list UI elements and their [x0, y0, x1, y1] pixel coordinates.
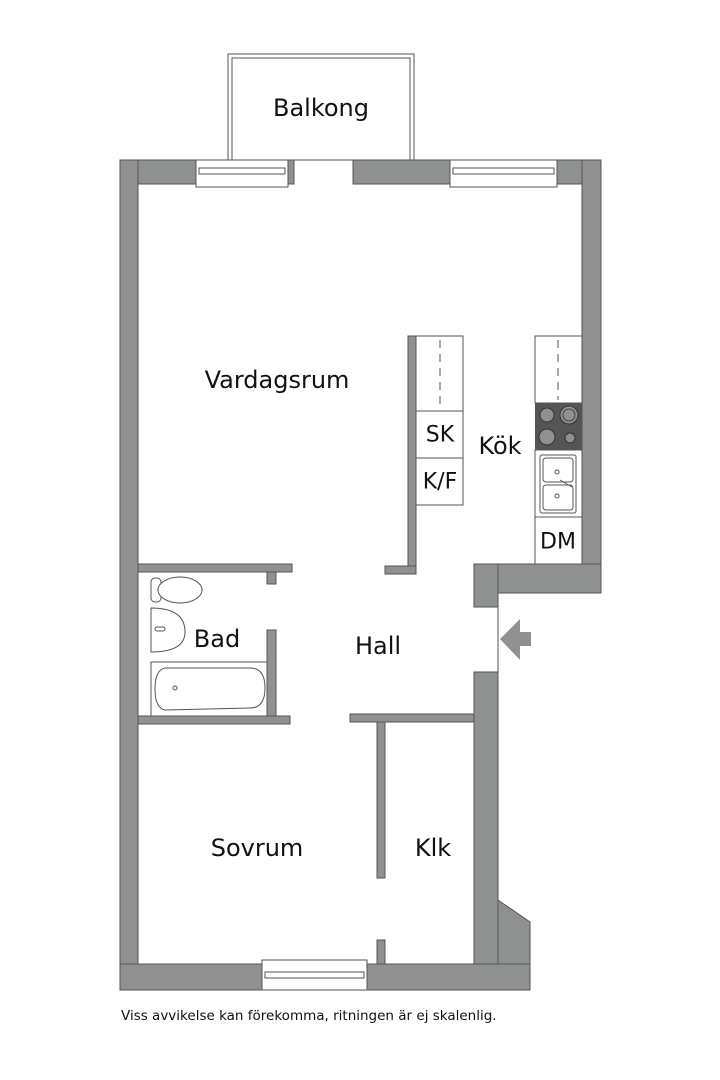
washbasin-icon	[150, 607, 186, 653]
kitchen-island	[415, 335, 464, 506]
entrance-arrow-icon	[497, 607, 531, 672]
room-label-kok: Kök	[478, 432, 522, 460]
appliance-label-kf: K/F	[422, 469, 458, 495]
stove-icon	[535, 403, 582, 450]
bathtub-icon	[150, 661, 268, 717]
toilet-icon	[150, 576, 203, 604]
room-label-vardagsrum: Vardagsrum	[204, 366, 350, 394]
footnote: Viss avvikelse kan förekomma, ritningen …	[121, 1008, 497, 1024]
room-label-hall: Hall	[354, 632, 402, 660]
outer-walls	[119, 159, 602, 991]
room-label-bad: Bad	[193, 625, 241, 653]
balcony	[227, 53, 415, 161]
appliance-label-dm: DM	[540, 529, 576, 555]
room-label-balkong: Balkong	[272, 94, 370, 122]
kitchen-counter	[534, 335, 583, 565]
room-label-klk: Klk	[414, 834, 452, 862]
sink-icon	[534, 449, 583, 518]
windows	[195, 159, 558, 991]
appliance-label-sk: SK	[425, 422, 455, 448]
room-label-sovrum: Sovrum	[210, 834, 304, 862]
